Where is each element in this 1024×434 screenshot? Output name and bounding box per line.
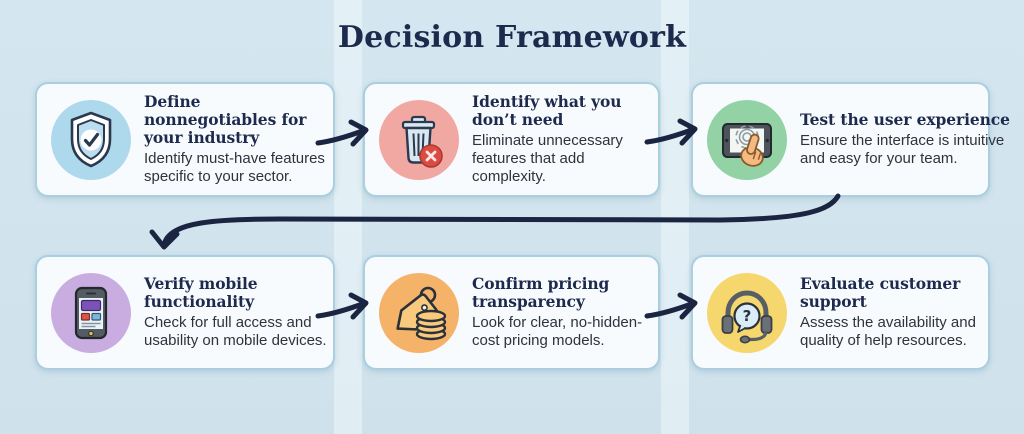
card-evaluate-customer-support: ? Evaluate customer support Assess the a…	[691, 255, 990, 370]
mobile-phone-icon	[51, 272, 131, 353]
card-heading: Test the user experience	[800, 110, 1010, 130]
card-body: Look for clear, no-hidden-cost pricing m…	[472, 313, 643, 349]
background-band	[661, 0, 689, 434]
card-heading: Define nonnegotiables for your industry	[144, 92, 307, 147]
headset-support-icon: ?	[707, 272, 787, 353]
card-define-nonnegotiables: Define nonnegotiables for your industry …	[35, 82, 335, 197]
card-body: Ensure the interface is intuitive and ea…	[800, 131, 1005, 167]
price-tag-coins-icon	[379, 272, 459, 353]
tablet-touch-icon	[707, 99, 787, 180]
card-body: Eliminate unnecessary features that add …	[472, 131, 623, 185]
question-mark-glyph: ?	[743, 307, 752, 325]
card-confirm-pricing-transparency: Confirm pricing transparency Look for cl…	[363, 255, 660, 370]
arrow-step1-to-step2	[315, 119, 369, 147]
arrow-step4-to-step5	[315, 292, 369, 320]
card-heading: Identify what you don’t need	[472, 92, 622, 129]
shield-check-icon	[51, 99, 131, 180]
card-heading: Evaluate customer support	[800, 274, 961, 311]
trash-delete-icon	[379, 99, 459, 180]
card-body: Assess the availability and quality of h…	[800, 313, 976, 349]
page-title: Decision Framework	[337, 20, 687, 55]
card-verify-mobile-functionality: Verify mobile functionality Check for fu…	[35, 255, 335, 370]
arrow-step3-to-step4-curve	[149, 193, 841, 250]
card-identify-what-you-dont-need: Identify what you don’t need Eliminate u…	[363, 82, 660, 197]
card-body: Check for full access and usability on m…	[144, 313, 327, 349]
card-body: Identify must-have features specific to …	[144, 149, 325, 185]
card-test-user-experience: Test the user experience Ensure the inte…	[691, 82, 1010, 197]
arrow-step2-to-step3	[644, 118, 698, 146]
card-heading: Confirm pricing transparency	[472, 274, 610, 311]
arrow-step5-to-step6	[644, 292, 698, 320]
card-heading: Verify mobile functionality	[144, 274, 258, 311]
